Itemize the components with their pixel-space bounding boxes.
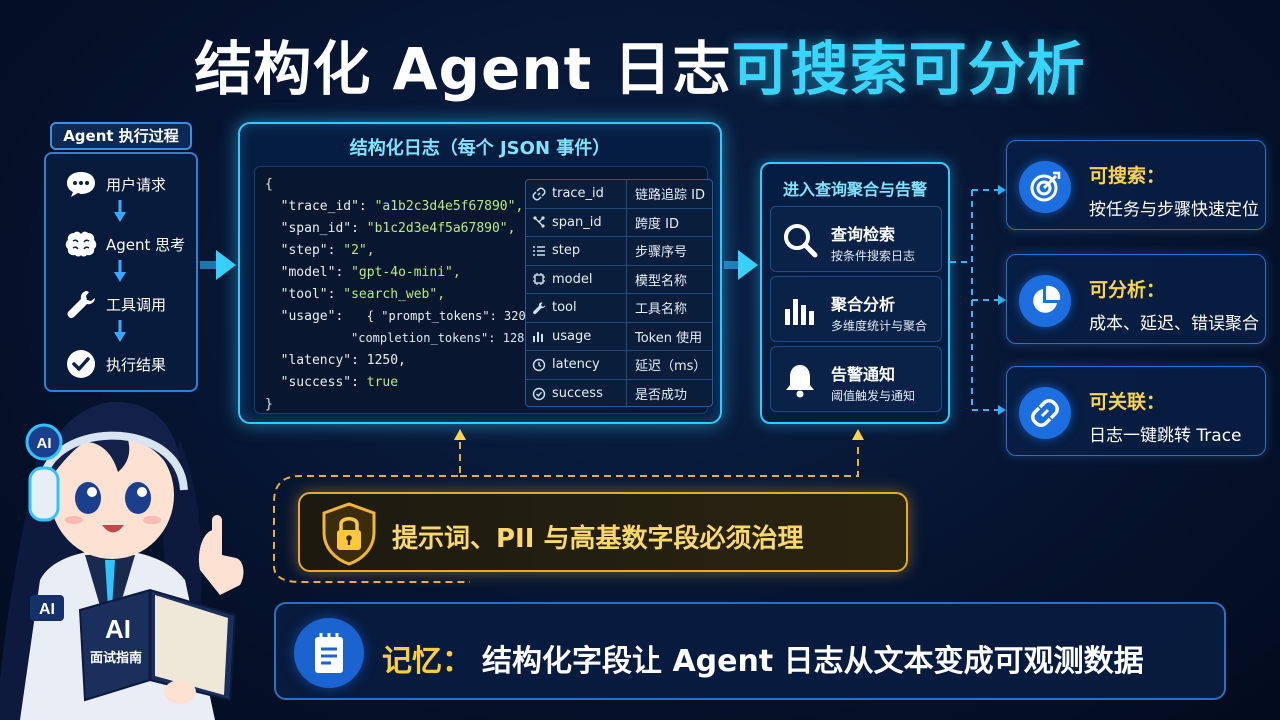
query-card-aggregate: 聚合分析 多维度统计与聚合 [770,276,942,342]
memory-text: 结构化字段让 Agent 日志从文本变成可观测数据 [482,644,1144,679]
field-row: usage Token 使用 [526,322,712,351]
bar-chart-icon [526,329,552,343]
link-icon [526,187,552,201]
process-step-think: Agent 思考 [64,226,185,262]
code-line-success: "success": true [280,375,399,390]
check-circle-icon [526,387,552,401]
mascot-illustration: AI AI AI 面试指南 [0,401,244,720]
memory-banner: 记忆： 结构化字段让 Agent 日志从文本变成可观测数据 [274,602,1226,700]
field-row: tool 工具名称 [526,294,712,323]
search-icon [784,224,818,258]
query-panel: 进入查询聚合与告警 查询检索 按条件搜索日志 聚合分析 多维度统计与聚合 告警通… [760,162,950,424]
process-step-request: 用户请求 [64,166,166,202]
outcome-card-analyze: 可分析： 成本、延迟、错误聚合 [1006,254,1266,344]
query-panel-title: 进入查询聚合与告警 [782,180,927,199]
process-step-label: 工具调用 [106,295,167,314]
code-line: { [265,177,273,192]
governance-text: 提示词、PII 与高基数字段必须治理 [392,524,804,554]
governance-banner: 提示词、PII 与高基数字段必须治理 [298,492,908,572]
sleeve-badge-text: AI [39,601,55,618]
arrow-down-icon [114,320,126,342]
code-line-tool: "tool": "search_web", [280,287,446,302]
outcome-card-search: 可搜索： 按任务与步骤快速定位 [1006,140,1266,230]
outcome-card-correlate: 可关联： 日志一键跳转 Trace [1006,366,1266,456]
field-row: latency 延迟（ms） [526,351,712,380]
json-code-block: { "trace_id": "a1b2c3d4e5f67890", "span_… [254,166,713,414]
process-tag: Agent 执行过程 [50,122,192,150]
field-table: trace_id 链路追踪 ID span_id 跨度 ID step 步骤序号… [525,179,713,408]
process-step-label: 用户请求 [106,175,167,194]
book-title-text: AI [105,614,131,644]
field-row: span_id 跨度 ID [526,208,712,237]
check-circle-icon [64,347,98,381]
field-row: model 模型名称 [526,265,712,294]
arrow-down-icon [114,200,126,222]
process-step-label: Agent 思考 [106,235,186,254]
field-row: trace_id 链路追踪 ID [526,180,712,209]
title-part-2: 可搜索可分析 [731,35,1086,103]
wrench-icon [64,287,98,321]
field-row: success 是否成功 [526,379,712,408]
flow-arrow-right-icon [200,250,236,280]
clock-icon [526,358,552,372]
target-icon [1019,161,1071,213]
list-icon [526,244,552,258]
arrow-down-icon [114,260,126,282]
code-line-usage: "usage": { "prompt_tokens": 320, [280,309,533,324]
process-panel: 用户请求 Agent 思考 工具调用 执行结果 [44,152,198,392]
notepad-icon [294,618,364,688]
shield-lock-icon [322,502,376,566]
title-part-1: 结构化 Agent 日志 [194,35,732,103]
link-icon [1019,387,1071,439]
chat-bubble-icon [64,167,98,201]
json-panel-title: 结构化日志（每个 JSON 事件） [349,138,611,159]
wrench-icon [526,301,552,315]
process-step-tool: 工具调用 [64,286,166,322]
json-log-panel: 结构化日志（每个 JSON 事件） { "trace_id": "a1b2c3d… [238,122,722,424]
branch-icon [526,215,552,229]
brain-icon [64,227,98,261]
bar-chart-icon [785,299,814,325]
query-card-alert: 告警通知 阈值触发与通知 [770,346,942,412]
code-line: } [265,397,273,412]
code-line-trace: "trace_id": "a1b2c3d4e5f67890", [280,199,524,214]
connector-lines [950,185,1006,415]
pie-chart-icon [1019,275,1071,327]
bell-icon [786,365,814,398]
book-subtitle-text: 面试指南 [90,650,142,665]
page-title: 结构化 Agent 日志可搜索可分析 [0,22,1280,106]
memory-label: 记忆： [382,644,472,679]
code-line-model: "model": "gpt-4o-mini", [280,265,461,280]
process-step-label: 执行结果 [106,355,167,374]
code-line-usage-2: "completion_tokens": 128 } [351,331,539,345]
code-line-span: "span_id": "b1c2d3e4f5a67890", [280,221,516,236]
headphone-badge-text: AI [37,435,52,452]
field-row: step 步骤序号 [526,237,712,266]
flow-arrow-right-icon [724,250,758,280]
query-card-search: 查询检索 按条件搜索日志 [770,206,942,272]
code-line-step: "step": "2", [280,243,375,258]
governance-connectors [273,429,864,583]
code-line-latency: "latency": 1250, [280,353,406,368]
process-step-result: 执行结果 [64,346,166,382]
chip-icon [526,272,552,286]
